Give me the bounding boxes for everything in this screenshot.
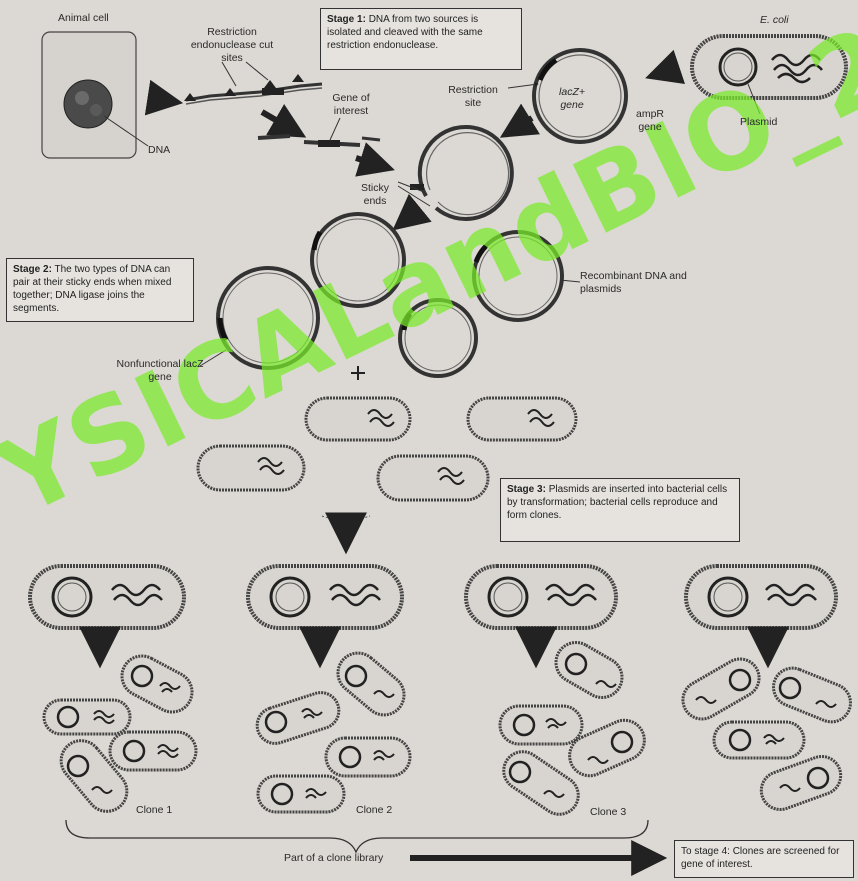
stage2-title: Stage 2:: [13, 264, 52, 275]
gene-of-interest-fragment: [257, 117, 381, 147]
isolated-plasmid: [507, 48, 628, 144]
label-nonfunctional-lacz: Nonfunctional lacZ gene: [116, 358, 204, 384]
recombinant-plasmid-2: [472, 230, 564, 322]
open-to-recombinant-arrow: [392, 193, 432, 231]
label-clone-1: Clone 1: [136, 804, 173, 816]
stage1-text: DNA from two sources is isolated and cle…: [327, 14, 483, 51]
stage3-box: Stage 3: Plasmids are inserted into bact…: [500, 478, 740, 542]
transformed-bacterium-4: [684, 564, 838, 630]
animal-to-dna-arrow: [144, 79, 184, 116]
clone-chromosomes: [91, 680, 837, 799]
transformed-bacterium-1: [28, 564, 186, 630]
label-animal-cell: Animal cell: [58, 12, 109, 24]
recombinant-plasmid-3: [216, 266, 320, 370]
bacterium-a: [304, 396, 412, 442]
stage3-text: Plasmids are inserted into bacterial cel…: [507, 484, 728, 521]
clone-arrows: [79, 626, 789, 669]
transformation-arrow: [321, 512, 371, 555]
recombinant-plasmid-4: [398, 298, 478, 378]
label-clone-library: Part of a clone library: [284, 852, 384, 864]
stage2-box: Stage 2: The two types of DNA can pair a…: [6, 258, 194, 322]
label-clone-3: Clone 3: [590, 806, 627, 818]
transformed-bacterium-3: [464, 564, 618, 630]
plus-sign: [351, 366, 365, 380]
clone-cells: [42, 641, 852, 816]
stage4-text: To stage 4: Clones are screened for gene…: [681, 846, 840, 870]
stage4-box: To stage 4: Clones are screened for gene…: [674, 840, 854, 878]
e-coli-cell: [690, 34, 848, 115]
label-ampr-gene: ampR gene: [635, 108, 664, 134]
label-plasmid: Plasmid: [740, 116, 778, 128]
label-gene-of-interest: Gene of interest: [332, 92, 370, 118]
recombinant-plasmid-1: [310, 212, 406, 308]
stage1-box: Stage 1: DNA from two sources is isolate…: [320, 8, 522, 70]
bacterium-b: [466, 396, 578, 442]
label-e-coli: E. coli: [760, 14, 789, 26]
dna-to-fragment-arrow: [260, 103, 307, 138]
label-lacz-gene: lacZ+ gene: [559, 86, 585, 112]
dna-fragment: [184, 61, 323, 105]
stage2-text: The two types of DNA can pair at their s…: [13, 264, 172, 314]
plasmid-to-open-arrow: [499, 103, 540, 138]
transformed-bacterium-2: [246, 564, 404, 630]
label-restriction-cut-sites: Restriction endonuclease cut sites: [190, 26, 274, 65]
animal-cell: [41, 31, 149, 159]
label-dna: DNA: [148, 144, 171, 156]
stage1-title: Stage 1:: [327, 14, 366, 25]
label-clone-2: Clone 2: [356, 804, 393, 816]
fragment-to-plasmid-arrow: [355, 142, 395, 177]
label-restriction-site: Restriction site: [448, 84, 498, 110]
stage3-title: Stage 3:: [507, 484, 546, 495]
label-recombinant: Recombinant DNA and plasmids: [580, 270, 687, 296]
label-sticky-ends: Sticky ends: [360, 182, 389, 208]
bacterium-d: [376, 454, 490, 502]
opened-plasmid: [397, 125, 514, 221]
bacterium-c: [196, 444, 306, 492]
ecoli-to-plasmid-arrow: [645, 49, 686, 84]
clone-library-brace: [65, 819, 668, 876]
clone-plasmids: [56, 652, 830, 806]
